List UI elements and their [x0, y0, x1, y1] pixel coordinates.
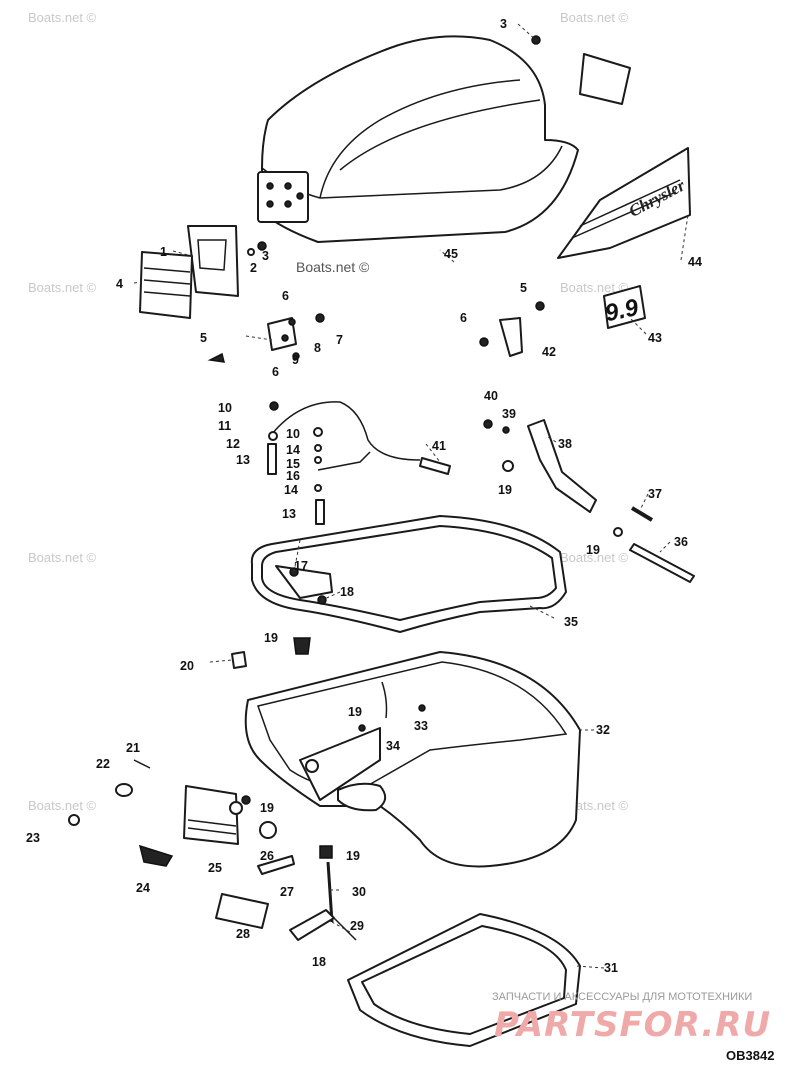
callout-22: 22 [96, 757, 110, 771]
callout-10: 10 [286, 427, 300, 441]
throttle-bracket [483, 419, 695, 583]
callout-6: 6 [272, 365, 279, 379]
callout-18: 18 [340, 585, 354, 599]
callout-26: 26 [260, 849, 274, 863]
callout-19: 19 [586, 543, 600, 557]
callout-13: 13 [282, 507, 296, 521]
callout-6: 6 [460, 311, 467, 325]
callout-17: 17 [294, 559, 308, 573]
callout-36: 36 [674, 535, 688, 549]
callout-5: 5 [200, 331, 207, 345]
callout-42: 42 [542, 345, 556, 359]
callout-12: 12 [226, 437, 240, 451]
callout-33: 33 [414, 719, 428, 733]
callout-44: 44 [688, 255, 702, 269]
callout-2: 2 [250, 261, 257, 275]
callout-45: 45 [444, 247, 458, 261]
callout-numbers: 1 2 3 3 4 5 5 6 6 6 7 8 9 10 10 11 12 13… [26, 17, 702, 975]
callout-28: 28 [236, 927, 250, 941]
callout-3: 3 [500, 17, 507, 31]
callout-31: 31 [604, 961, 618, 975]
callout-4: 4 [116, 277, 123, 291]
watermark: Boats.net © [28, 10, 97, 25]
callout-27: 27 [280, 885, 294, 899]
base-gasket [347, 913, 581, 1047]
callout-24: 24 [136, 881, 150, 895]
callout-34: 34 [386, 739, 400, 753]
drawing-code: OB3842 [726, 1048, 774, 1063]
side-decal: Chrysler [557, 147, 691, 259]
callout-10: 10 [218, 401, 232, 415]
watermark-center: Boats.net © [296, 259, 370, 275]
watermark: Boats.net © [560, 280, 629, 295]
callout-5: 5 [520, 281, 527, 295]
callout-32: 32 [596, 723, 610, 737]
callout-7: 7 [336, 333, 343, 347]
cowl-fasteners [207, 35, 545, 363]
callout-1: 1 [160, 245, 167, 259]
callout-20: 20 [180, 659, 194, 673]
callout-39: 39 [502, 407, 516, 421]
shop-branding: ЗАПЧАСТИ И АКСЕССУАРЫ ДЛЯ МОТОТЕХНИКИ PA… [492, 991, 771, 1045]
callout-6: 6 [282, 289, 289, 303]
callout-30: 30 [352, 885, 366, 899]
lower-cowl [244, 651, 581, 868]
lower-hardware [68, 637, 357, 941]
callout-19: 19 [260, 801, 274, 815]
callout-19: 19 [498, 483, 512, 497]
callout-40: 40 [484, 389, 498, 403]
exhaust-cover [139, 225, 239, 319]
callout-25: 25 [208, 861, 222, 875]
callout-13: 13 [236, 453, 250, 467]
callout-19: 19 [346, 849, 360, 863]
callout-9: 9 [292, 353, 299, 367]
lower-cowl-seal [250, 515, 567, 633]
callout-16: 16 [286, 469, 300, 483]
callout-11: 11 [218, 419, 231, 433]
callout-41: 41 [432, 439, 446, 453]
callout-21: 21 [126, 741, 140, 755]
top-cowl [257, 35, 579, 243]
decal-model-text: 9.9 [603, 294, 642, 327]
callout-19: 19 [264, 631, 278, 645]
leader-lines [133, 23, 689, 969]
callout-35: 35 [564, 615, 578, 629]
watermark: Boats.net © [28, 550, 97, 565]
callout-23: 23 [26, 831, 40, 845]
callout-37: 37 [648, 487, 662, 501]
callout-29: 29 [350, 919, 364, 933]
watermark: Boats.net © [28, 798, 97, 813]
small-decal [579, 53, 631, 105]
watermark: Boats.net © [28, 280, 97, 295]
callout-15: 15 [286, 457, 300, 471]
callout-38: 38 [558, 437, 572, 451]
callout-43: 43 [648, 331, 662, 345]
callout-3: 3 [262, 249, 269, 263]
callout-19: 19 [348, 705, 362, 719]
callout-18: 18 [312, 955, 326, 969]
shop-logo: PARTSFOR.RU [494, 1005, 771, 1045]
callout-14: 14 [284, 483, 298, 497]
watermark: Boats.net © [560, 550, 629, 565]
linkage-assembly [267, 401, 451, 525]
callout-14: 14 [286, 443, 300, 457]
shop-tagline: ЗАПЧАСТИ И АКСЕССУАРЫ ДЛЯ МОТОТЕХНИКИ [492, 991, 752, 1003]
watermark: Boats.net © [560, 10, 629, 25]
callout-8: 8 [314, 341, 321, 355]
